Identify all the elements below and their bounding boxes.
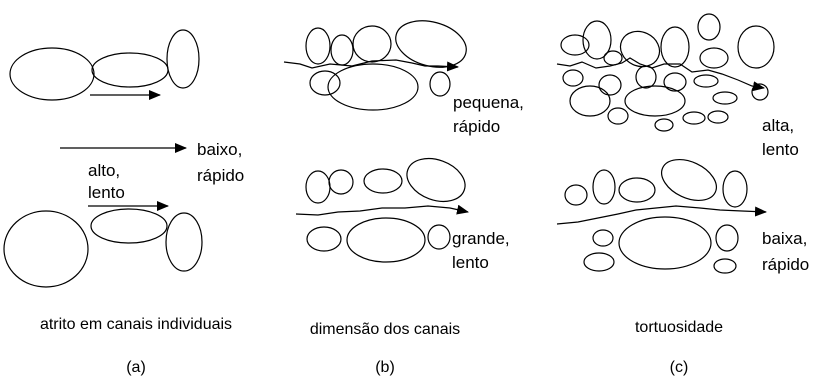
label-top-line2: lento	[762, 140, 799, 159]
pore	[569, 85, 611, 117]
pore	[592, 229, 614, 247]
pore	[564, 184, 588, 206]
flow-path	[556, 57, 765, 92]
pore	[166, 29, 200, 89]
pore	[682, 111, 706, 125]
panel-a-bottom-channel	[3, 201, 203, 288]
pore	[363, 168, 403, 194]
panel-b-bottom-pores	[305, 157, 466, 263]
panel-c: alta, lento baixa, rápido tortuosidade (…	[556, 13, 809, 376]
pore	[713, 258, 737, 274]
label-fast-line1: baixo,	[197, 140, 242, 159]
pore	[406, 157, 466, 203]
pore	[661, 158, 717, 202]
flow-path	[283, 59, 459, 72]
pore	[699, 47, 729, 69]
pore	[309, 70, 341, 96]
pore	[3, 210, 89, 288]
label-fast-line2: rápido	[197, 166, 244, 185]
label-top-line2: rápido	[453, 117, 500, 136]
pore	[165, 212, 203, 272]
label-bottom-line1: grande,	[452, 229, 510, 248]
pore	[635, 65, 657, 89]
pore	[697, 13, 721, 41]
panel-label-a: (a)	[126, 359, 146, 376]
pore	[328, 169, 354, 195]
panel-b-top-pores	[305, 20, 467, 111]
panel-label-b: (b)	[375, 359, 395, 376]
pore	[583, 252, 615, 272]
label-top-line1: alta,	[762, 116, 794, 135]
pore	[722, 170, 748, 208]
pore	[327, 63, 419, 111]
pore	[91, 52, 169, 88]
label-slow-line1: alto,	[88, 161, 120, 180]
pore	[306, 226, 342, 252]
pore	[582, 20, 612, 60]
pore	[560, 34, 590, 56]
panel-c-bottom-pores	[564, 158, 748, 274]
pore	[693, 74, 719, 88]
pore	[592, 169, 616, 205]
flow-path	[556, 205, 767, 225]
pore	[346, 217, 426, 263]
pore	[352, 25, 392, 63]
panel-b: pequena, rápido grande, lento dimensão d…	[283, 20, 524, 376]
panel-a: baixo, rápido alto, lento atrito em cana…	[3, 29, 244, 376]
pore	[619, 30, 661, 68]
pore	[624, 85, 686, 117]
pore	[707, 110, 729, 124]
pore	[618, 177, 656, 203]
pore	[663, 72, 687, 92]
pore	[9, 47, 95, 101]
pore	[90, 208, 168, 244]
caption-c: tortuosidade	[635, 319, 723, 336]
flow-path	[295, 204, 469, 216]
pore	[660, 26, 690, 68]
pore	[598, 74, 622, 96]
label-top-line1: pequena,	[453, 93, 524, 112]
pore	[305, 27, 331, 65]
panel-c-top-pores	[560, 13, 775, 132]
pore	[305, 170, 331, 204]
pore	[562, 69, 584, 87]
pore	[427, 224, 451, 250]
caption-b: dimensão dos canais	[310, 321, 460, 338]
label-bottom-line1: baixa,	[762, 229, 807, 248]
pore	[737, 25, 775, 69]
caption-a: atrito em canais individuais	[40, 316, 232, 333]
label-slow-line2: lento	[88, 183, 125, 202]
panel-label-c: (c)	[670, 359, 689, 376]
pore	[330, 34, 354, 66]
panel-a-top-channel	[9, 29, 200, 101]
pore	[603, 50, 623, 66]
pore	[712, 91, 738, 105]
label-bottom-line2: rápido	[762, 255, 809, 274]
pore	[395, 20, 467, 68]
pore	[654, 118, 674, 132]
pore	[618, 216, 712, 270]
pore	[715, 224, 739, 252]
label-bottom-line2: lento	[452, 253, 489, 272]
pore	[607, 107, 629, 125]
pore	[429, 71, 451, 97]
